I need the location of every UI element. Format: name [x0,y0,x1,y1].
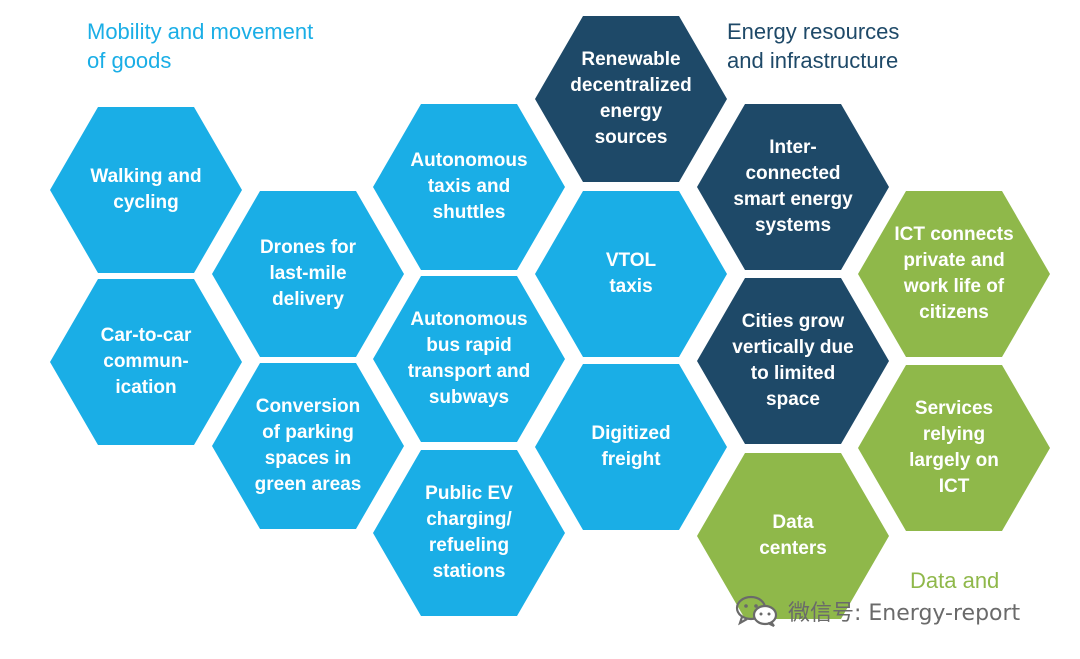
wechat-icon [735,595,778,627]
hex-walking-cycling: Walking and cycling [50,107,242,273]
hex-interconnected: Inter- connected smart energy systems [697,104,889,270]
hex-parking-conversion: Conversion of parking spaces in green ar… [212,363,404,529]
hex-cities-vertical: Cities grow vertically due to limited sp… [697,278,889,444]
hex-vtol: VTOL taxis [535,191,727,357]
hex-autonomous-taxis: Autonomous taxis and shuttles [373,104,565,270]
hex-public-ev: Public EV charging/ refueling stations [373,450,565,616]
hex-drones: Drones for last-mile delivery [212,191,404,357]
hex-ict-connects: ICT connects private and work life of ci… [858,191,1050,357]
energy-section-title: Energy resources and infrastructure [727,19,900,73]
data-section-title: Data and [910,568,1000,593]
hex-autonomous-bus: Autonomous bus rapid transport and subwa… [373,276,565,442]
watermark: 微信号: Energy-report [734,594,1020,628]
hex-digitized-freight: Digitized freight [535,364,727,530]
hex-renewable: Renewable decentralized energy sources [535,16,727,182]
hex-car-to-car: Car-to-car commun- ication [50,279,242,445]
watermark-text: 微信号: Energy-report [788,601,1021,626]
hex-services-ict: Services relying largely on ICT [858,365,1050,531]
mobility-section-title: Mobility and movement of goods [87,19,314,73]
